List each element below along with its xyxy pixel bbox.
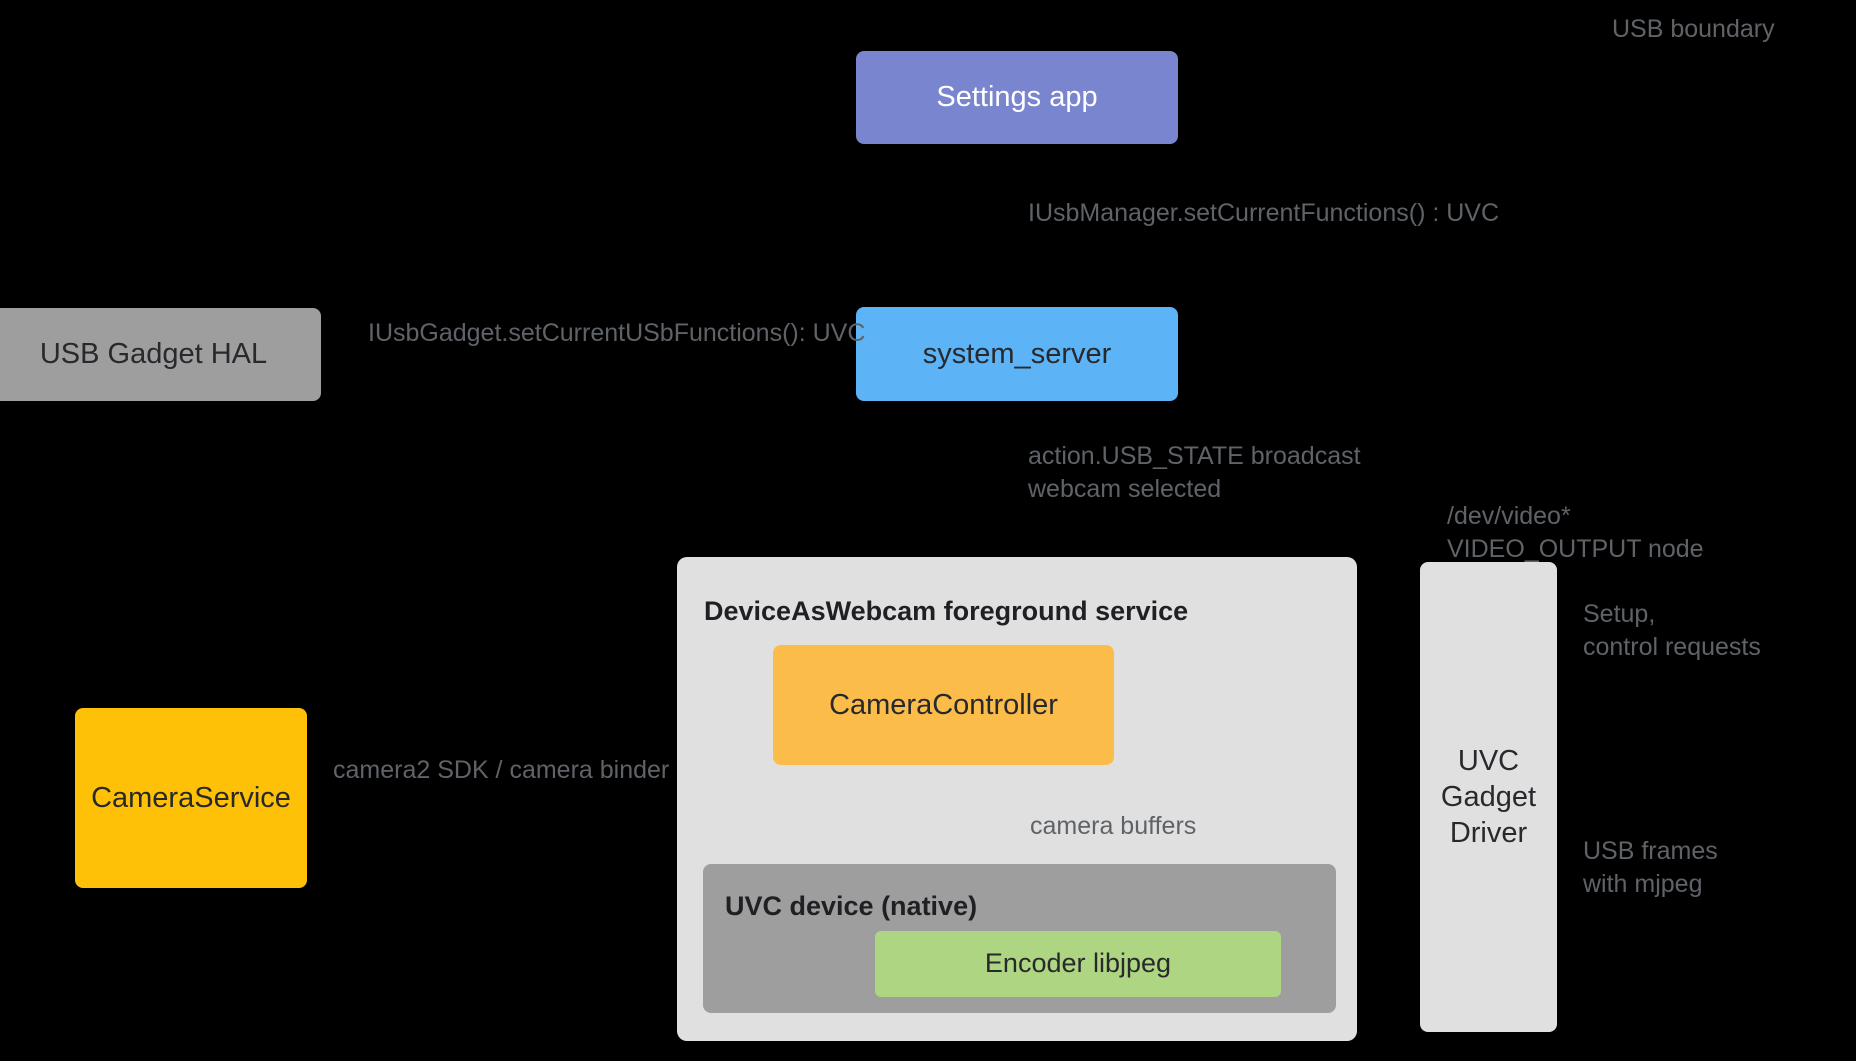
node-uvc-gadget-driver-label: UVC Gadget Driver [1440, 744, 1537, 850]
annotation-camera2-sdk: camera2 SDK / camera binder [333, 756, 670, 784]
node-camera-service[interactable]: CameraService [75, 708, 307, 888]
annotation-usb-frames-mjpeg: USB frames with mjpeg [1583, 837, 1718, 898]
node-settings-app[interactable]: Settings app [856, 51, 1178, 144]
annotation-dev-video-node: /dev/video* VIDEO_OUTPUT node [1447, 502, 1704, 563]
annotation-iusbgadget-call: IUsbGadget.setCurrentUSbFunctions(): UVC [368, 319, 866, 347]
annotation-iusbmanager-call: IUsbManager.setCurrentFunctions() : UVC [1028, 199, 1500, 227]
annotation-camera-buffers: camera buffers [1030, 812, 1197, 840]
annotation-usb-state-broadcast: action.USB_STATE broadcast webcam select… [1028, 442, 1361, 503]
annotation-usb-boundary: USB boundary [1612, 15, 1775, 43]
annotation-setup-control-requests: Setup, control requests [1583, 600, 1761, 661]
node-uvc-device-native-title: UVC device (native) [725, 891, 978, 921]
node-encoder-libjpeg-label: Encoder libjpeg [984, 948, 1172, 979]
node-system-server-label: system_server [922, 337, 1112, 370]
node-camera-controller[interactable]: CameraController [773, 645, 1114, 765]
node-uvc-gadget-driver[interactable]: UVC Gadget Driver [1420, 562, 1557, 1032]
node-camera-service-label: CameraService [91, 781, 291, 814]
node-system-server[interactable]: system_server [856, 307, 1178, 401]
node-settings-app-label: Settings app [936, 81, 1098, 114]
node-encoder-libjpeg[interactable]: Encoder libjpeg [875, 931, 1281, 997]
node-deviceaswebcam-service-title: DeviceAsWebcam foreground service [704, 596, 1189, 626]
node-usb-gadget-hal[interactable]: USB Gadget HAL [0, 308, 321, 401]
node-usb-gadget-hal-label: USB Gadget HAL [39, 338, 268, 371]
node-camera-controller-label: CameraController [829, 688, 1058, 721]
